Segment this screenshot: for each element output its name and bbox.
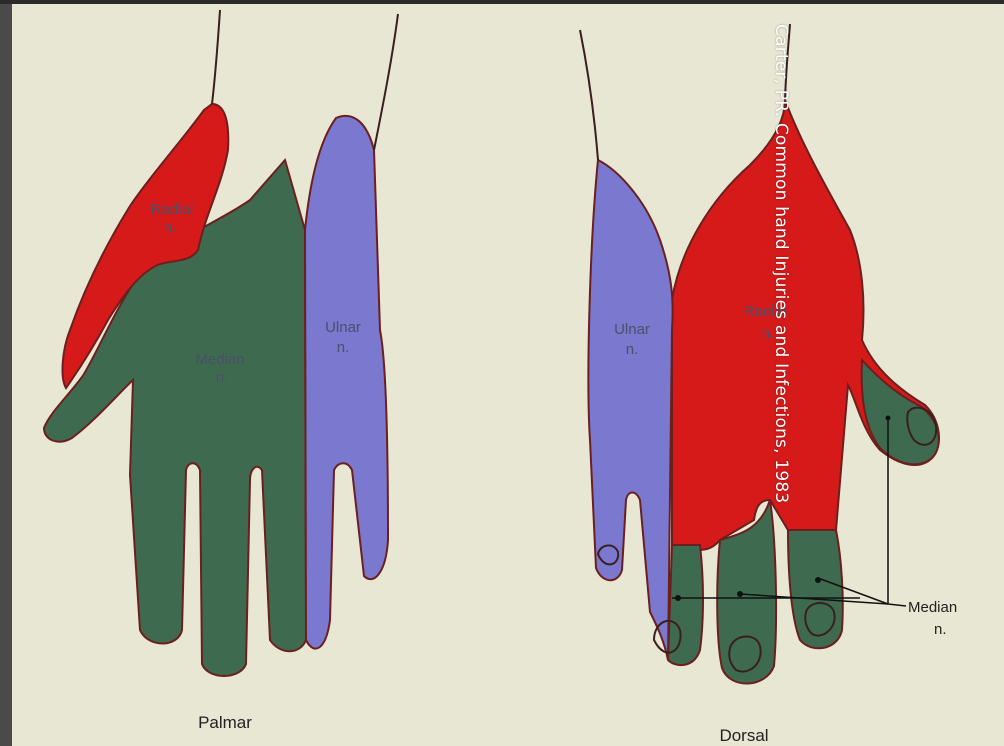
palmar-radial-label-line1: Radial	[151, 201, 194, 218]
dorsal-median-ring	[668, 545, 703, 665]
citation-text: Carter, PR. Common hand Injuries and Inf…	[771, 24, 791, 503]
palmar-caption: Palmar	[198, 713, 252, 732]
palmar-median-label-line2: n.	[216, 369, 229, 386]
palmar-ulnar-zone	[305, 116, 388, 649]
dorsal-caption: Dorsal	[719, 726, 768, 745]
dorsal-ulnar-zone	[588, 160, 672, 660]
dorsal-median-leader-label-line1: Median	[908, 599, 957, 616]
palmar-ulnar-label-line2: n.	[337, 339, 350, 356]
palmar-ulnar-label-line1: Ulnar	[325, 319, 361, 336]
dorsal-radial-zone	[672, 100, 939, 550]
dorsal-median-thumb	[862, 360, 939, 464]
dorsal-ulnar-label-line1: Ulnar	[614, 321, 650, 338]
palmar-radial-label-line2: n.	[164, 219, 177, 236]
palmar-wrist-line-left	[212, 10, 220, 104]
dorsal-median-index	[788, 530, 843, 648]
palmar-median-label-line1: Median	[195, 351, 244, 368]
dorsal-median-leader-label-line2: n.	[934, 621, 947, 638]
dorsal-wrist-line-left	[580, 30, 598, 160]
dorsal-ulnar-label-line2: n.	[626, 341, 639, 358]
palmar-wrist-line-right	[374, 14, 398, 150]
